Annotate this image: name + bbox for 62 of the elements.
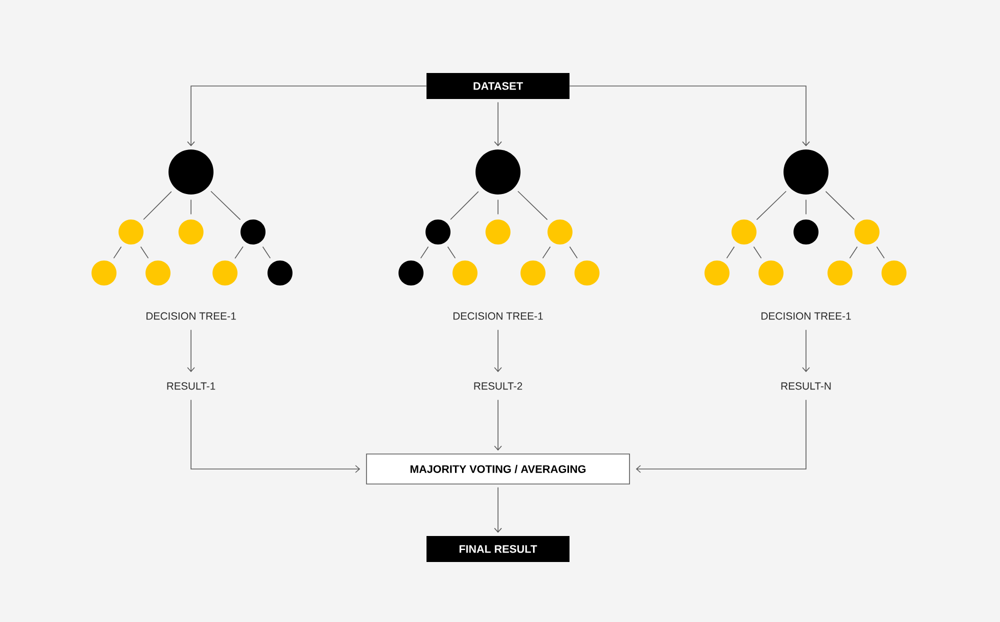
arrow xyxy=(636,400,806,473)
tree-node xyxy=(784,150,828,194)
tree-node xyxy=(268,260,292,286)
tree-node xyxy=(212,260,238,286)
tree-node xyxy=(240,220,266,244)
branch-line xyxy=(262,246,271,259)
branch-line xyxy=(569,246,578,259)
tree-node xyxy=(92,260,116,286)
tree-node xyxy=(398,260,424,286)
tree-node xyxy=(426,220,450,244)
tree-node xyxy=(854,220,880,244)
arrow xyxy=(190,400,360,473)
branch-line xyxy=(726,246,735,259)
arrow xyxy=(187,86,427,146)
result-label: RESULT-2 xyxy=(474,382,522,390)
branch-line xyxy=(756,190,786,220)
tree-node xyxy=(794,220,818,244)
arrow xyxy=(494,330,502,372)
branch-line xyxy=(234,246,244,259)
branch-line xyxy=(113,246,122,259)
branch-line xyxy=(420,246,429,259)
branch-line xyxy=(753,246,762,259)
arrow xyxy=(569,86,810,146)
arrow xyxy=(802,330,810,372)
tree-node xyxy=(574,260,600,286)
branch-line xyxy=(542,246,551,259)
tree-node xyxy=(828,260,852,286)
branch-line xyxy=(143,191,172,220)
branch-line xyxy=(447,246,456,259)
arrow xyxy=(187,330,195,372)
branch-line xyxy=(450,191,479,220)
tree-label: DECISION TREE-1 xyxy=(146,312,236,320)
tree-node xyxy=(168,150,214,194)
branch-line xyxy=(190,199,192,215)
tree-node xyxy=(882,260,906,286)
tree-label: DECISION TREE-1 xyxy=(454,312,543,320)
tree-node xyxy=(476,150,520,194)
tree-node xyxy=(118,220,144,244)
tree-node xyxy=(548,220,572,244)
voting-box: MAJORITY VOTING / AVERAGING xyxy=(366,454,630,484)
dataset-box: DATASET xyxy=(426,73,570,99)
tree-label: DECISION TREE-1 xyxy=(762,312,851,320)
arrow xyxy=(494,400,502,451)
tree-node xyxy=(520,260,546,286)
result-label: RESULT-N xyxy=(781,382,831,390)
branch-line xyxy=(825,191,855,220)
branch-line xyxy=(849,246,858,259)
branch-line xyxy=(518,190,548,220)
tree-node xyxy=(758,260,784,286)
tree-node xyxy=(452,260,478,286)
tree-node xyxy=(704,260,730,286)
tree-node xyxy=(146,260,170,286)
tree-node xyxy=(178,220,204,244)
arrow xyxy=(494,102,502,146)
arrow xyxy=(494,487,502,533)
branch-line xyxy=(140,246,149,259)
tree-node xyxy=(486,220,510,244)
branch-line xyxy=(210,190,241,220)
tree-node xyxy=(732,220,756,244)
result-label: RESULT-1 xyxy=(167,382,216,390)
final-result-box: FINAL RESULT xyxy=(426,536,570,562)
branch-line xyxy=(876,246,885,259)
